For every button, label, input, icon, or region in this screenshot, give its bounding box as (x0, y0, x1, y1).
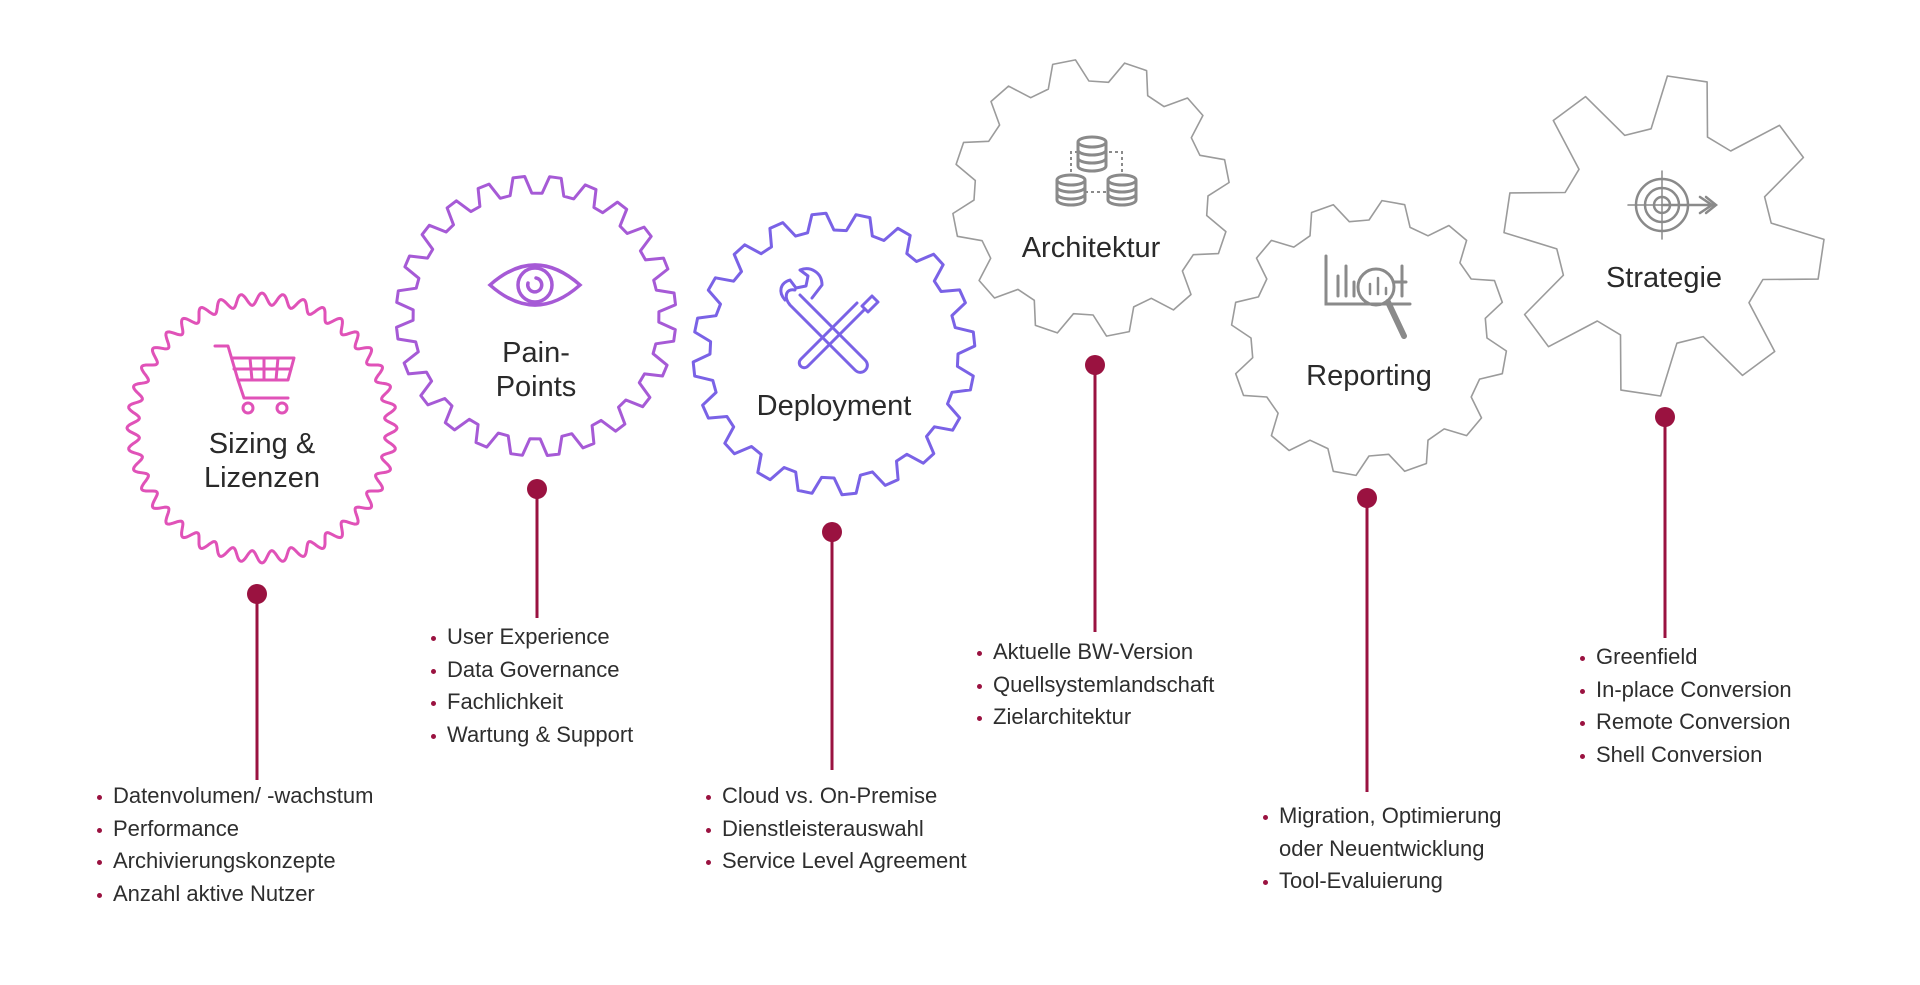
bullet-list-strategie: Greenfield In-place Conversion Remote Co… (1580, 641, 1792, 771)
bullet-list-painpoints: User Experience Data Governance Fachlich… (431, 621, 633, 751)
gear-label-architektur: Architektur (1021, 232, 1161, 264)
connector-dot (1655, 407, 1675, 427)
tools-icon (779, 267, 880, 374)
list-item: Data Governance (431, 654, 633, 687)
gear-label-strategie: Strategie (1605, 262, 1723, 294)
gear-architektur (952, 59, 1230, 337)
connector-dot (822, 522, 842, 542)
list-item: Datenvolumen/ -wachstum (97, 780, 373, 813)
list-item: Cloud vs. On-Premise (706, 780, 967, 813)
gear-deployment (691, 211, 977, 497)
list-item: Quellsystemlandschaft (977, 669, 1214, 702)
list-item: Service Level Agreement (706, 845, 967, 878)
list-item: Performance (97, 813, 373, 846)
connector-dot (527, 479, 547, 499)
gear-label-reporting: Reporting (1306, 360, 1432, 392)
target-icon (1627, 170, 1719, 240)
bullet-list-sizing: Datenvolumen/ -wachstum Performance Arch… (97, 780, 373, 910)
bullet-list-deployment: Cloud vs. On-Premise Dienstleisterauswah… (706, 780, 967, 878)
gear-label-painpoints: Pain- Points (495, 337, 577, 403)
gear-sizing (125, 291, 399, 565)
list-item: Wartung & Support (431, 719, 633, 752)
list-item: Greenfield (1580, 641, 1792, 674)
connector-lines (247, 355, 1675, 792)
list-item: In-place Conversion (1580, 674, 1792, 707)
shopping-cart-icon (213, 344, 296, 415)
gear-label-deployment: Deployment (756, 390, 912, 422)
gear-strategie (1503, 75, 1825, 397)
list-item: Aktuelle BW-Version (977, 636, 1214, 669)
list-item: Tool-Evaluierung (1263, 865, 1502, 898)
bullet-list-architektur: Aktuelle BW-Version Quellsystemlandschaf… (977, 636, 1214, 734)
eye-icon (487, 263, 583, 307)
database-network-icon (1055, 135, 1138, 207)
connector-dot (1357, 488, 1377, 508)
list-item: Archivierungskonzepte (97, 845, 373, 878)
list-item: Remote Conversion (1580, 706, 1792, 739)
list-item: Shell Conversion (1580, 739, 1792, 772)
gear-painpoints (395, 175, 677, 457)
list-item: Fachlichkeit (431, 686, 633, 719)
list-item: Zielarchitektur (977, 701, 1214, 734)
chart-magnifier-icon (1324, 254, 1412, 339)
gear-label-sizing: Sizing & Lizenzen (203, 428, 321, 494)
list-item: Migration, Optimierung oder Neuentwicklu… (1263, 800, 1502, 865)
gear-reporting (1230, 199, 1508, 477)
connector-dot (247, 584, 267, 604)
connector-dot (1085, 355, 1105, 375)
list-item: Dienstleisterauswahl (706, 813, 967, 846)
list-item: Anzahl aktive Nutzer (97, 878, 373, 911)
list-item: User Experience (431, 621, 633, 654)
bullet-list-reporting: Migration, Optimierung oder Neuentwicklu… (1263, 800, 1502, 898)
